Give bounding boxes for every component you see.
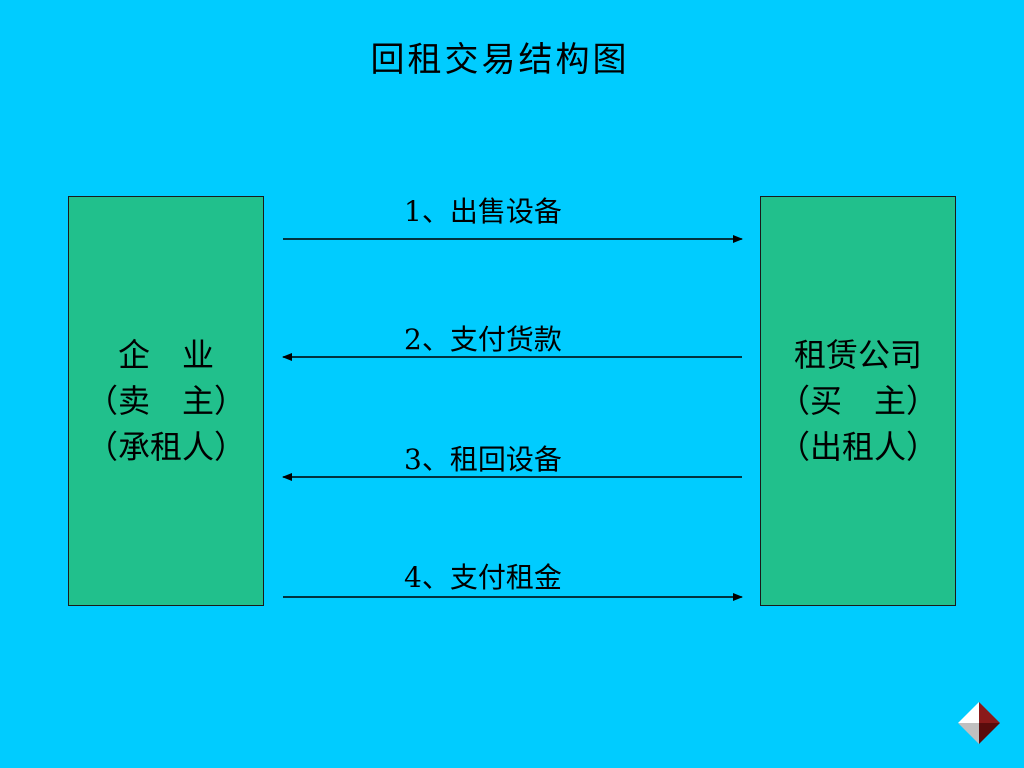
page-title: 回租交易结构图 xyxy=(370,40,630,80)
diamond-nav-icon[interactable] xyxy=(956,700,1002,746)
step-3-label: 3、租回设备 xyxy=(404,443,562,476)
step-4-label: 4、支付租金 xyxy=(404,561,562,594)
enterprise-box: 企 业 （卖 主） （承租人） xyxy=(68,196,264,606)
enterprise-role-seller: （卖 主） xyxy=(85,382,246,420)
enterprise-role-lessee: （承租人） xyxy=(85,428,246,466)
step-2-label: 2、支付货款 xyxy=(404,323,562,356)
leasing-company-role-lessor: （出租人） xyxy=(777,428,938,466)
leasing-company-label: 租赁公司 xyxy=(793,336,922,374)
leasing-company-role-buyer: （买 主） xyxy=(777,382,938,420)
enterprise-label: 企 业 xyxy=(117,336,214,374)
leasing-company-box: 租赁公司 （买 主） （出租人） xyxy=(760,196,956,606)
step-1-label: 1、出售设备 xyxy=(404,195,562,228)
